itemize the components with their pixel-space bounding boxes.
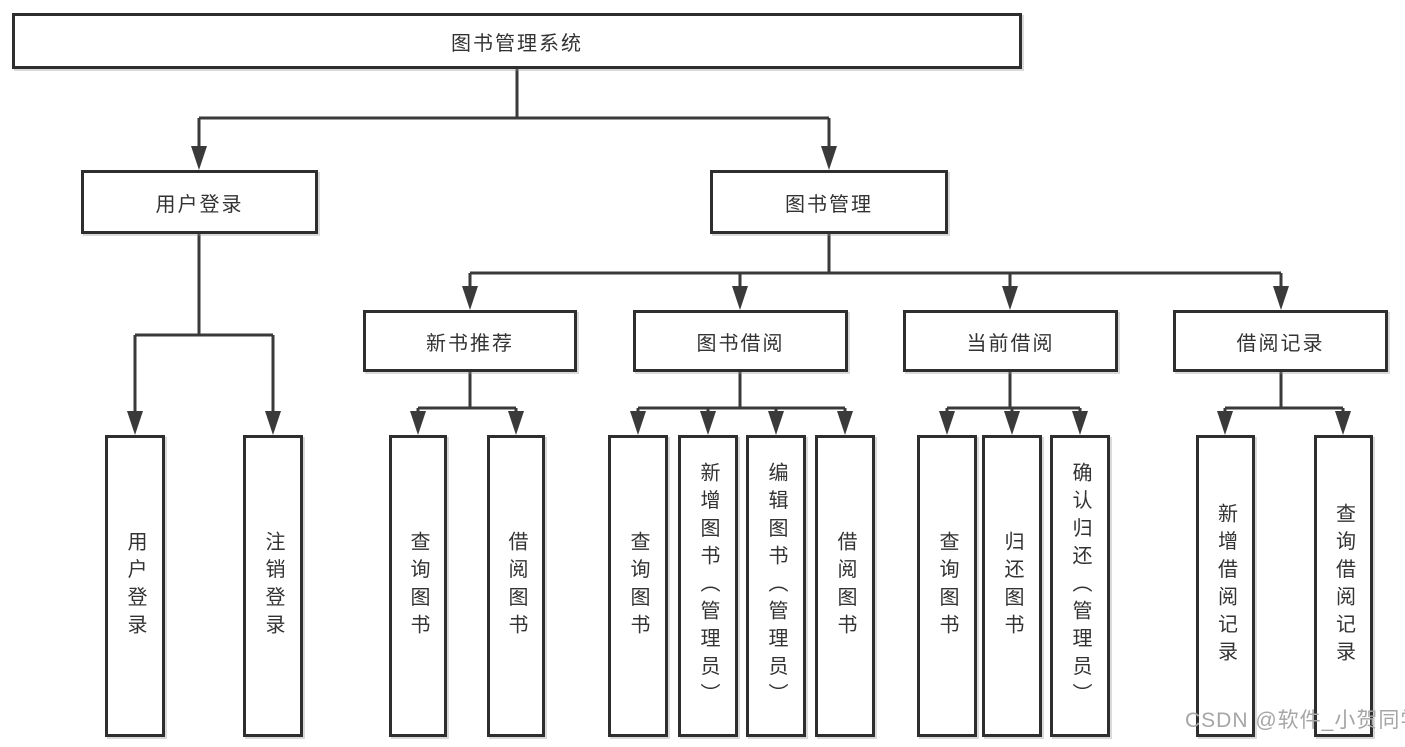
node-book-borrow-label: 图书借阅 — [696, 332, 785, 355]
leaf-edit-books-admin: 编辑图书（管理员） — [746, 435, 806, 737]
leaf-logout: 注销登录 — [243, 435, 303, 737]
leaf-add-borrow-record: 新增借阅记录 — [1196, 435, 1255, 737]
leaf-user-login-label: 用户登录 — [124, 530, 146, 642]
node-borrow-records: 借阅记录 — [1173, 310, 1388, 372]
node-root-system-label: 图书管理系统 — [451, 32, 583, 55]
leaf-logout-label: 注销登录 — [262, 530, 284, 642]
node-current-borrow-label: 当前借阅 — [966, 332, 1055, 355]
csdn-watermark: CSDN @软件_小贺同学 — [1185, 709, 1405, 732]
leaf-newbook-query-books-label: 查询图书 — [407, 530, 429, 642]
connector-user-login-children — [127, 234, 281, 435]
node-user-login-label: 用户登录 — [155, 193, 244, 216]
leaf-query-borrow-record-label: 查询借阅记录 — [1332, 503, 1355, 669]
leaf-borrow-query-books-label: 查询图书 — [627, 530, 649, 642]
leaf-newbook-query-books: 查询图书 — [389, 435, 447, 737]
leaf-current-query-books-label: 查询图书 — [936, 530, 958, 642]
leaf-newbook-borrow-books: 借阅图书 — [487, 435, 545, 737]
connector-new-book-children — [410, 372, 524, 435]
connector-book-management-children — [462, 234, 1289, 310]
leaf-borrow-books-label: 借阅图书 — [834, 530, 856, 642]
node-new-book-recommend-label: 新书推荐 — [426, 332, 514, 355]
leaf-confirm-return-admin: 确认归还（管理员） — [1050, 435, 1110, 737]
leaf-borrow-query-books: 查询图书 — [608, 435, 668, 737]
leaf-current-query-books: 查询图书 — [917, 435, 977, 737]
leaf-return-books-label: 归还图书 — [1001, 530, 1023, 642]
leaf-edit-books-admin-label: 编辑图书（管理员） — [765, 461, 787, 711]
connector-book-borrow-children — [630, 372, 853, 435]
node-user-login: 用户登录 — [81, 170, 318, 234]
node-borrow-records-label: 借阅记录 — [1236, 332, 1325, 355]
leaf-add-books-admin-label: 新增图书（管理员） — [697, 461, 719, 711]
node-root-system: 图书管理系统 — [12, 13, 1022, 69]
leaf-borrow-books: 借阅图书 — [815, 435, 875, 737]
node-current-borrow: 当前借阅 — [903, 310, 1118, 372]
leaf-add-borrow-record-label: 新增借阅记录 — [1214, 503, 1237, 669]
leaf-confirm-return-admin-label: 确认归还（管理员） — [1069, 461, 1091, 711]
node-book-borrow: 图书借阅 — [633, 310, 848, 372]
node-book-management-label: 图书管理 — [785, 193, 873, 216]
leaf-newbook-borrow-books-label: 借阅图书 — [505, 530, 527, 642]
connector-root-to-level2 — [191, 69, 837, 170]
leaf-user-login: 用户登录 — [105, 435, 165, 737]
leaf-add-books-admin: 新增图书（管理员） — [678, 435, 738, 737]
connector-borrow-records-children — [1217, 372, 1351, 435]
node-new-book-recommend: 新书推荐 — [363, 310, 577, 372]
connector-current-borrow-children — [939, 372, 1088, 435]
leaf-query-borrow-record: 查询借阅记录 — [1314, 435, 1373, 737]
leaf-return-books: 归还图书 — [982, 435, 1042, 737]
node-book-management: 图书管理 — [710, 170, 948, 234]
